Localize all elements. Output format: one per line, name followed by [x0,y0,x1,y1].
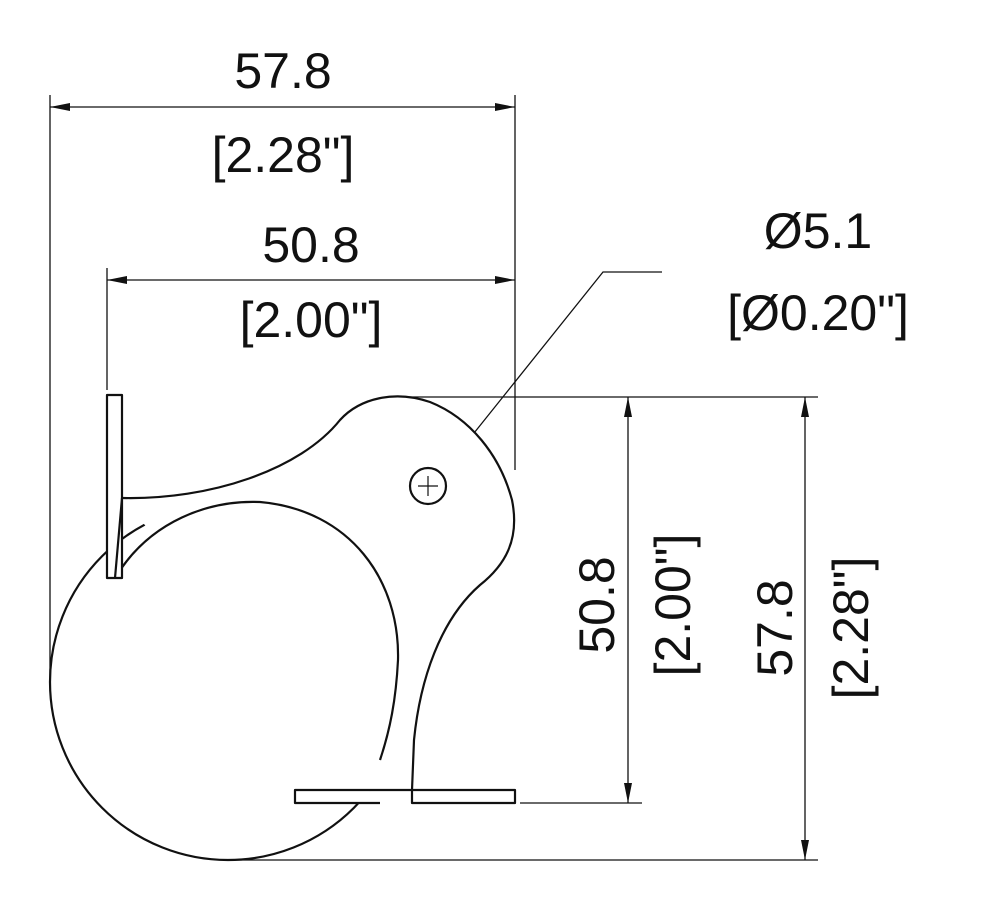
extension-lines [49,95,818,861]
mount-width-in: [2.00"] [240,292,383,348]
ball-corner-part [48,393,517,862]
housing-inner-edge [114,500,400,761]
mount-height-mm: 50.8 [569,556,625,653]
overall-width-mm: 57.8 [234,43,331,99]
overall-height-in: [2.28"] [823,557,879,700]
overall-width-in: [2.28"] [212,127,355,183]
mount-width-mm: 50.8 [262,217,359,273]
hole-diameter-mm: Ø5.1 [764,203,872,259]
bottom-mounting-flange [410,788,517,805]
overall-height-mm: 57.8 [747,579,803,676]
top-mounting-flange [105,393,124,580]
hole-diameter-in: [Ø0.20"] [727,285,909,341]
hole-leader-line [437,271,662,479]
housing-outline [121,395,516,805]
mount-height-in: [2.00"] [645,534,701,677]
